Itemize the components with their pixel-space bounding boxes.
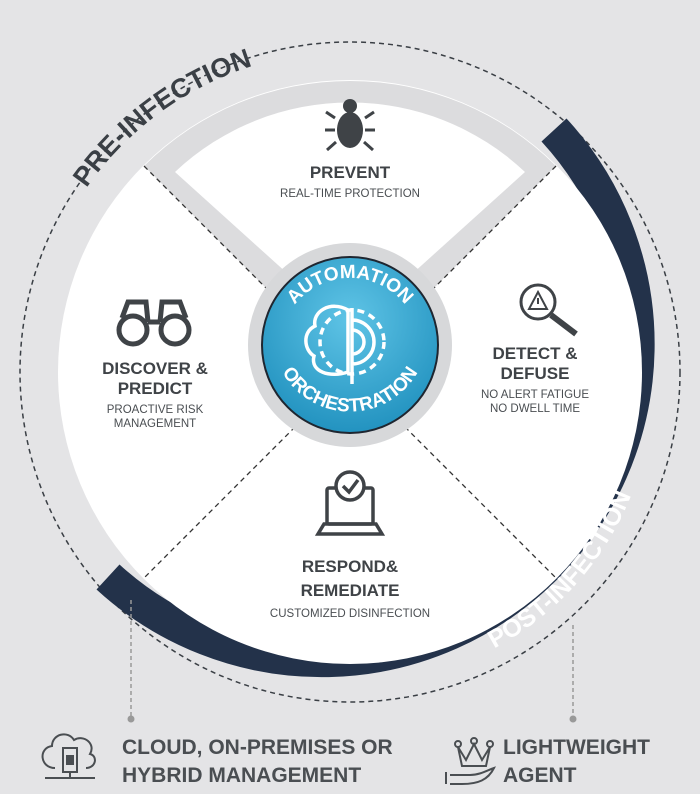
segment-prevent: PREVENT REAL-TIME PROTECTION	[250, 163, 450, 201]
prevent-title: PREVENT	[309, 163, 391, 182]
segment-discover: DISCOVER &PREDICT PROACTIVE RISK MANAGEME…	[80, 359, 230, 431]
prevent-subtitle: REAL-TIME PROTECTION	[280, 188, 420, 200]
center-badge	[261, 256, 439, 434]
respond-subtitle: CUSTOMIZED DISINFECTION	[269, 608, 431, 620]
binoculars-icon	[116, 299, 192, 347]
respond-title-2: REMEDIATE	[300, 581, 400, 600]
footer-management-2: HYBRID MANAGEMENT	[122, 764, 362, 787]
segment-detect: DETECT &DEFUSE NO ALERT FATIGUE NO DWELL …	[470, 344, 600, 416]
footer-management: CLOUD, ON-PREMISES OR HYBRID MANAGEMENT	[122, 734, 393, 790]
laptop-check-icon	[314, 470, 386, 536]
outer-dashed-ring	[19, 41, 681, 703]
detect-title-2: DEFUSE	[500, 364, 570, 383]
discover-title-1: DISCOVER &	[102, 359, 208, 378]
bug-icon	[325, 99, 375, 152]
cloud-server-icon	[41, 733, 96, 779]
crown-hand-icon	[445, 737, 496, 785]
detect-title-1: DETECT &	[492, 344, 578, 363]
magnifier-alert-icon	[519, 283, 578, 337]
detect-sub-1: NO ALERT FATIGUE	[480, 389, 589, 401]
detect-sub-2: NO DWELL TIME	[489, 403, 581, 415]
footer-management-1: CLOUD, ON-PREMISES OR	[122, 736, 393, 759]
discover-title-2: PREDICT	[117, 379, 193, 398]
respond-title-1: RESPOND&	[301, 557, 399, 576]
segment-respond: RESPOND&REMEDIATE CUSTOMIZED DISINFECTIO…	[250, 555, 450, 621]
brain-gear-icon	[304, 304, 386, 384]
footer-agent: LIGHTWEIGHT AGENT	[503, 734, 650, 790]
footer-agent-1: LIGHTWEIGHT	[503, 736, 650, 759]
footer-agent-2: AGENT	[503, 764, 577, 787]
discover-sub-2: MANAGEMENT	[113, 418, 197, 430]
prevent-wedge-inner	[175, 102, 525, 330]
discover-sub-1: PROACTIVE RISK	[106, 404, 204, 416]
footer-connectors	[130, 600, 574, 716]
